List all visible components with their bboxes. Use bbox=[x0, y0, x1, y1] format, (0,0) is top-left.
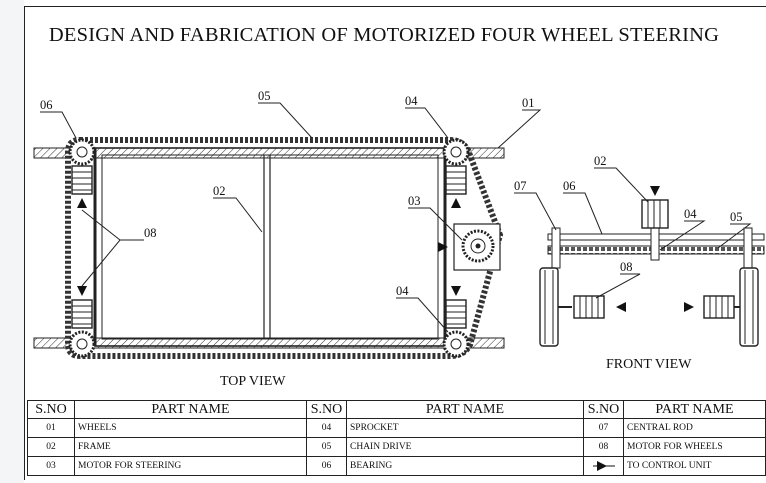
wheel-motor-rear-left bbox=[71, 286, 93, 329]
center-sprocket-shaft bbox=[650, 227, 660, 261]
arrow-to-control-unit-icon bbox=[592, 461, 615, 471]
callout-label: 05 bbox=[258, 89, 271, 103]
part-name-cell: BEARING bbox=[346, 456, 584, 476]
sno-cell: 01 bbox=[27, 418, 75, 438]
part-name-cell: CHAIN DRIVE bbox=[346, 437, 584, 457]
part-name-cell: CENTRAL ROD bbox=[623, 418, 766, 438]
arrow-icon bbox=[451, 198, 461, 208]
wheel-motor-front-right bbox=[445, 165, 467, 208]
col-header-sno: S.NO bbox=[27, 400, 75, 419]
front-steering-motor bbox=[641, 186, 669, 229]
top-view-caption: TOP VIEW bbox=[220, 374, 286, 389]
arrow-icon bbox=[650, 186, 660, 196]
right-kingpin bbox=[743, 227, 753, 269]
sprocket-front-right bbox=[442, 138, 470, 166]
callout-label: 02 bbox=[594, 154, 607, 168]
callout-label: 06 bbox=[40, 98, 53, 112]
chain-drive bbox=[65, 137, 504, 359]
page-margin bbox=[0, 0, 24, 483]
callout-label: 07 bbox=[514, 179, 527, 193]
callout-label: 05 bbox=[730, 210, 743, 224]
part-name-cell: MOTOR FOR STEERING bbox=[74, 456, 307, 476]
part-name-cell: SPROCKET bbox=[346, 418, 584, 438]
wheel-motor-front-left bbox=[71, 165, 93, 208]
callout-label: 04 bbox=[684, 207, 697, 221]
leader-lines bbox=[40, 102, 542, 333]
drawing-sheet bbox=[24, 6, 766, 480]
arrow-icon bbox=[438, 242, 448, 252]
sprocket-rear-left bbox=[68, 330, 96, 358]
col-header-part-name: PART NAME bbox=[346, 400, 584, 419]
table-row: 01 WHEELS 04 SPROCKET 07 CENTRAL ROD bbox=[27, 418, 766, 438]
part-name-cell: FRAME bbox=[74, 437, 307, 457]
front-axle bbox=[33, 147, 505, 159]
part-name-cell: TO CONTROL UNIT bbox=[623, 456, 766, 476]
col-header-sno: S.NO bbox=[306, 400, 347, 419]
sno-cell: 04 bbox=[306, 418, 347, 438]
parts-table-header: S.NO PART NAME S.NO PART NAME S.NO PART … bbox=[27, 400, 766, 419]
arrow-icon bbox=[77, 286, 87, 296]
sprocket-front-left bbox=[68, 138, 96, 166]
col-header-part-name: PART NAME bbox=[74, 400, 307, 419]
arrow-icon bbox=[451, 286, 461, 296]
front-left-wheel-motor bbox=[573, 295, 626, 319]
sno-cell: 03 bbox=[27, 456, 75, 476]
callout-label: 08 bbox=[620, 260, 633, 274]
rear-axle bbox=[33, 337, 505, 349]
table-row: 03 MOTOR FOR STEERING 06 BEARING TO CONT… bbox=[27, 456, 766, 476]
part-name-cell: MOTOR FOR WHEELS bbox=[623, 437, 766, 457]
callout-label: 01 bbox=[522, 96, 535, 110]
left-kingpin bbox=[551, 227, 561, 269]
sno-cell: 02 bbox=[27, 437, 75, 457]
col-header-part-name: PART NAME bbox=[623, 400, 766, 419]
front-view-caption: FRONT VIEW bbox=[606, 357, 692, 372]
callout-label: 02 bbox=[213, 184, 226, 198]
parts-table: S.NO PART NAME S.NO PART NAME S.NO PART … bbox=[27, 400, 766, 476]
callout-label: 08 bbox=[144, 226, 157, 240]
sprocket-rear-right bbox=[442, 330, 470, 358]
part-name-cell: WHEELS bbox=[74, 418, 307, 438]
arrow-icon bbox=[616, 302, 626, 312]
sno-cell-arrow bbox=[583, 456, 624, 476]
callout-label: 06 bbox=[563, 179, 576, 193]
table-row: 02 FRAME 05 CHAIN DRIVE 08 MOTOR FOR WHE… bbox=[27, 437, 766, 457]
wheel-motor-rear-right bbox=[445, 286, 467, 329]
front-view: 02 07 06 04 05 08 FRONT VIEW bbox=[514, 154, 765, 372]
sno-cell: 05 bbox=[306, 437, 347, 457]
steering-motor bbox=[438, 223, 501, 271]
leader-lines bbox=[514, 167, 752, 299]
callout-label: 04 bbox=[396, 284, 409, 298]
front-right-wheel-motor bbox=[684, 295, 735, 319]
sno-cell: 08 bbox=[583, 437, 624, 457]
sno-cell: 06 bbox=[306, 456, 347, 476]
sno-cell: 07 bbox=[583, 418, 624, 438]
callout-label: 03 bbox=[408, 194, 421, 208]
top-view: 06 05 04 01 02 03 08 04 TOP VIEW bbox=[33, 89, 542, 389]
callout-label: 04 bbox=[405, 94, 418, 108]
page-title: DESIGN AND FABRICATION OF MOTORIZED FOUR… bbox=[48, 24, 720, 46]
arrow-icon bbox=[684, 302, 694, 312]
front-left-wheel bbox=[539, 267, 572, 347]
arrow-icon bbox=[77, 198, 87, 208]
col-header-sno: S.NO bbox=[583, 400, 624, 419]
